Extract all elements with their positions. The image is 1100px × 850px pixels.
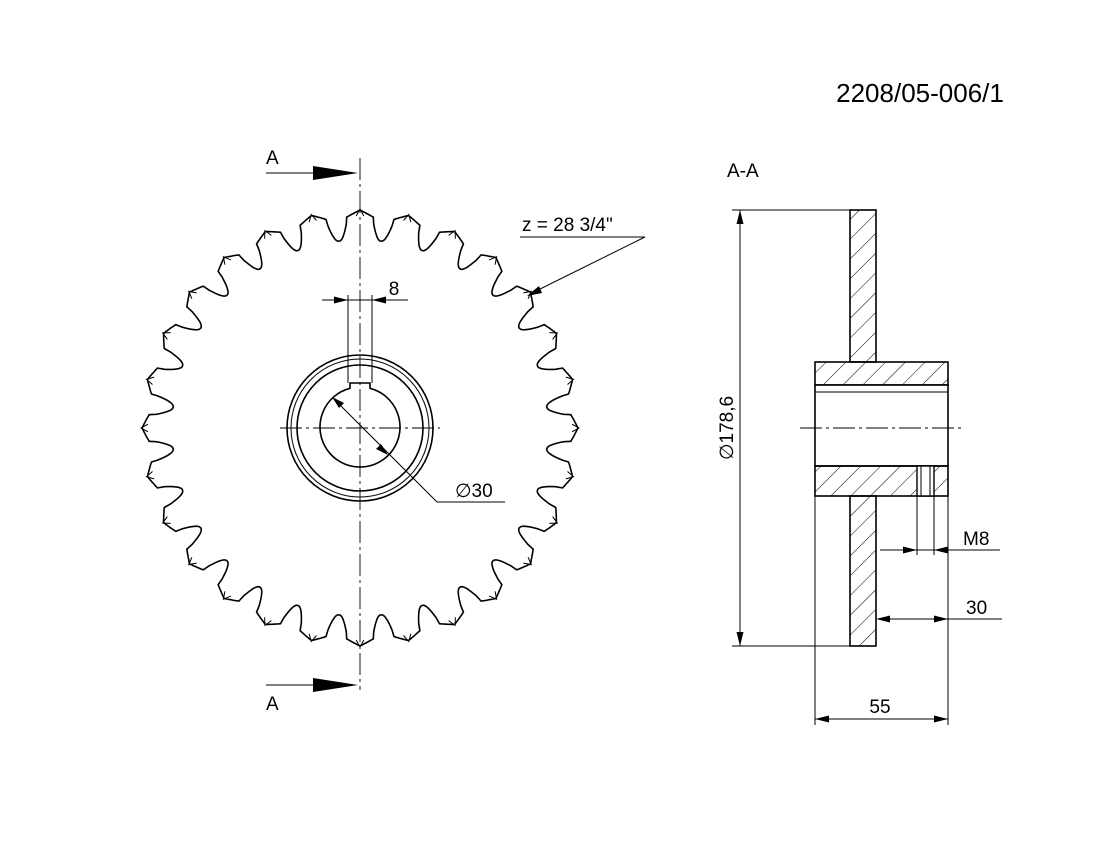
diameter-arrow-top [736,210,744,224]
tooth-tip-mark [523,290,533,300]
keyway-width-label: 8 [389,279,400,300]
hub-length-arrow-right [934,715,948,723]
tooth-tip-mark [264,229,272,239]
tooth-tip-mark [448,229,456,239]
plate-lower-section [849,495,877,647]
section-marker-bottom-label: A [266,694,279,715]
hub-inner-circle [296,364,424,492]
outer-diameter-label: ∅178,6 [717,396,738,460]
bore-arrow-upper [332,397,344,408]
tooth-tip-mark [571,423,581,433]
thread-size-label: M8 [963,529,989,550]
tooth-tip-mark [139,423,149,433]
teeth-note-label: z = 28 3/4" [522,215,613,236]
plate-upper-section [849,209,877,363]
thread-arrow-left [903,546,917,554]
hub-length-arrow-left [815,715,829,723]
teeth-note-leader [529,236,646,295]
tooth-tip-mark [145,376,155,385]
offset-arrow-left [876,615,890,623]
tooth-tip-mark [403,633,412,643]
tooth-tip-mark [161,516,171,524]
hub-upper-wall [814,361,949,386]
thread-arrow-right [934,546,948,554]
section-marker-top-label: A [266,148,279,169]
hub-outer-circle [286,354,434,502]
bore-diameter-line [334,399,438,503]
tooth-tip-mark [488,591,498,601]
hub-chamfer-circle [290,358,430,498]
teeth-note-arrow [527,286,542,296]
tooth-tip-mark [187,290,197,300]
tooth-tip-mark [448,617,456,627]
tooth-tip-mark [565,471,575,480]
hub-bore [814,384,949,467]
tooth-tip-mark [145,471,155,480]
section-view: A-A M8 30 55 [717,161,1002,725]
tooth-tip-mark [549,516,559,524]
tooth-tip-mark [523,556,533,566]
offset-arrow-right [934,615,948,623]
tooth-tips [139,207,581,649]
bore-diameter-label: ∅30 [455,481,493,502]
tooth-tip-mark [308,633,317,643]
tooth-tip-mark [264,617,272,627]
tooth-tip-mark [308,213,317,223]
section-marker-top-arrow [313,166,358,180]
tooth-tip-mark [488,255,498,265]
keyway-arrow-right [372,296,386,304]
front-view: 8 ∅30 z = 28 3/4" A A [139,148,646,715]
tooth-tip-mark [403,213,412,223]
hub-length-label: 55 [869,697,890,718]
bore-with-keyway [319,382,401,468]
threaded-hole [916,465,935,497]
tooth-tip-mark [222,255,232,265]
tooth-tip-mark [549,332,559,340]
tooth-tip-mark [565,376,575,385]
drawing-number: 2208/05-006/1 [836,78,1004,108]
section-marker-bottom-arrow [313,678,358,692]
section-view-label: A-A [727,161,759,182]
keyway-arrow-left [334,296,348,304]
tooth-tip-mark [187,556,197,566]
tooth-tip-mark [161,332,171,340]
hub-offset-label: 30 [966,598,987,619]
tooth-tip-mark [222,591,232,601]
bore-arrow-lower [376,444,388,455]
diameter-arrow-bottom [736,632,744,646]
